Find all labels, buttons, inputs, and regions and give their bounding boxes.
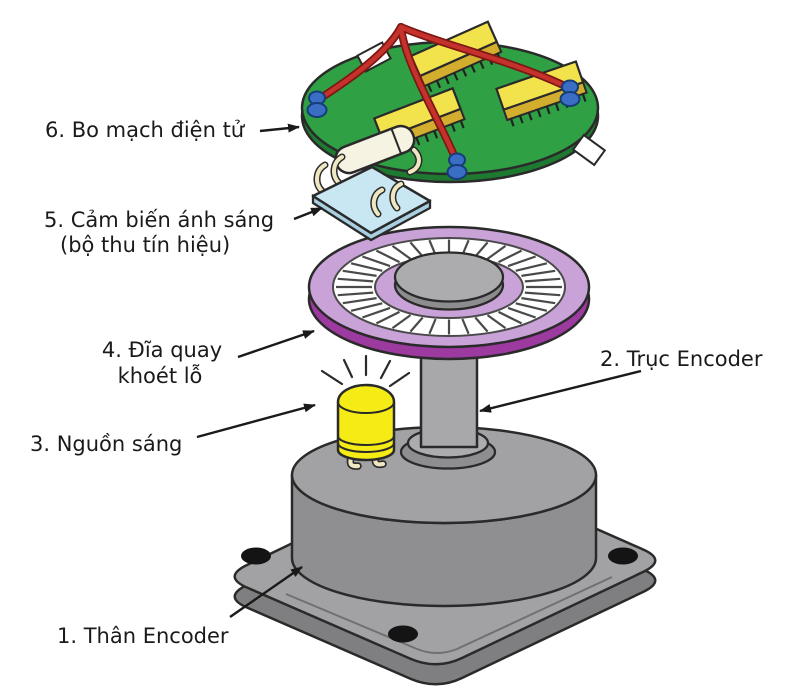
light-sensor-group	[311, 153, 432, 242]
arrow-sensor	[293, 206, 323, 221]
disc-slots	[336, 239, 562, 335]
labels: 6. Bo mạch điện tử 5. Cảm biến ánh sáng …	[30, 118, 763, 648]
label-light: 3. Nguồn sáng	[30, 432, 182, 456]
mounting-hole-front	[388, 625, 418, 643]
arrow-light	[196, 403, 316, 439]
led-body	[336, 383, 396, 462]
arrow-board	[259, 123, 300, 133]
base-plate-bevel-line	[285, 576, 613, 654]
arrow-shaft	[479, 369, 642, 413]
label-disc-line1: 4. Đĩa quay	[102, 338, 222, 362]
label-board: 6. Bo mạch điện tử	[45, 118, 246, 142]
label-sensor-line1: 5. Cảm biến ánh sáng	[44, 208, 274, 232]
arrow-body	[229, 566, 303, 618]
label-body: 1. Thân Encoder	[57, 624, 229, 648]
pcb-notch-right	[571, 133, 607, 167]
label-shaft: 2. Trục Encoder	[600, 347, 763, 371]
code-disc-group	[307, 225, 591, 361]
label-disc-line2: khoét lỗ	[118, 363, 203, 388]
capacitors	[306, 79, 581, 180]
led-group	[320, 354, 411, 470]
mounting-hole-right	[608, 547, 638, 565]
sensor-pins-upper	[313, 153, 346, 195]
pcb-board-group	[300, 20, 607, 184]
label-sensor-line2: (bộ thu tín hiệu)	[60, 233, 230, 257]
disc-hub	[393, 251, 505, 311]
arrow-disc	[237, 329, 315, 359]
mounting-hole-left	[241, 547, 271, 565]
led-rays	[320, 354, 411, 388]
led-band-lines	[337, 401, 395, 453]
sensor-pins-lower	[370, 180, 405, 218]
signal-wires	[315, 23, 571, 164]
callout-arrows	[196, 123, 642, 618]
